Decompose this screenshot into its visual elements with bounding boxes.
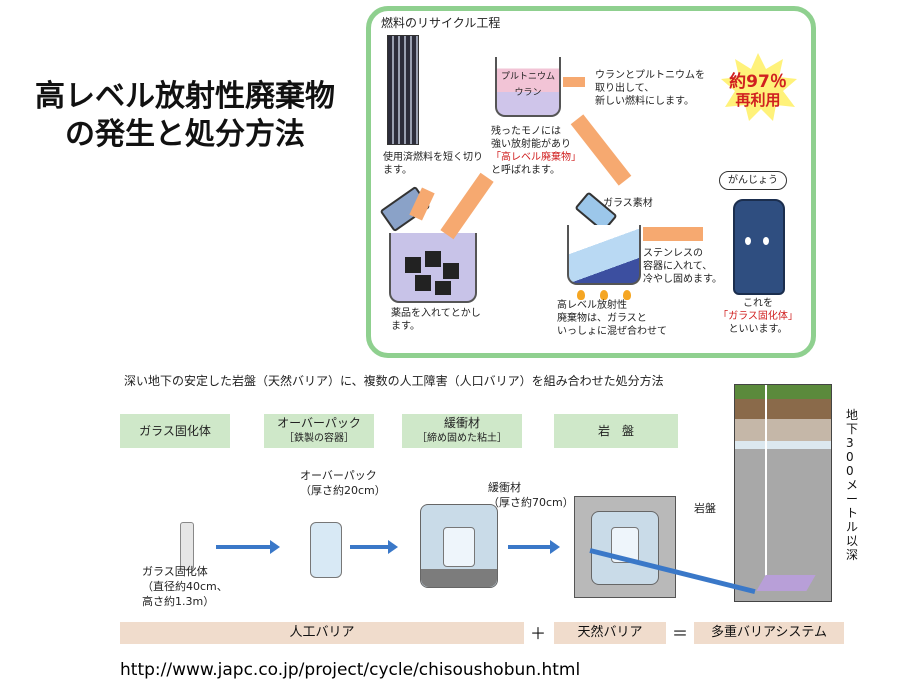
buffer-spec-1: 緩衝材 bbox=[488, 481, 521, 494]
multi-barrier-system-bar: 多重バリアシステム bbox=[694, 622, 844, 644]
steel-1: ステンレスの bbox=[643, 248, 703, 259]
residue-3: 「高レベル廃棄物」 bbox=[491, 152, 581, 163]
recycle-process-panel: 燃料のリサイクル工程 使用済燃料を短く切ります。 薬品を入れてとかします。 プル… bbox=[366, 6, 816, 358]
natural-barrier-bar: 天然バリア bbox=[554, 622, 666, 644]
overpack-spec: オーバーパック （厚さ約20cm） bbox=[300, 468, 386, 498]
residue-2: 強い放射能があり bbox=[491, 139, 571, 150]
blue-arrowhead-1-icon bbox=[270, 540, 280, 554]
steel-caption: ステンレスの 容器に入れて、 冷やし固めます。 bbox=[643, 247, 722, 286]
equals-sign: ＝ bbox=[672, 624, 689, 643]
buffer-spec: 緩衝材 （厚さ約70cm） bbox=[488, 480, 574, 510]
glass-material-label: ガラス素材 bbox=[603, 198, 653, 209]
fuel-assembly-icon bbox=[387, 35, 419, 145]
buffer-material-icon bbox=[420, 504, 498, 588]
tank-label-2: ウラン bbox=[514, 88, 542, 98]
extract-caption-3: 新しい燃料にします。 bbox=[595, 96, 694, 107]
extraction-tank-icon: プルトニウム ウラン bbox=[495, 57, 561, 117]
speech-bubble: がんじょう bbox=[719, 171, 787, 190]
glass-canister-character-icon bbox=[733, 199, 785, 295]
buffer-spec-2: （厚さ約70cm） bbox=[488, 496, 574, 509]
dissolving-beaker-icon bbox=[389, 233, 477, 303]
disposal-intro: 深い地下の安定した岩盤（天然バリア）に、複数の人工障害（人口バリア）を組み合わせ… bbox=[124, 374, 664, 388]
header-glass-label: ガラス固化体 bbox=[139, 424, 211, 438]
overpack-spec-1: オーバーパック bbox=[300, 469, 377, 482]
title-line-2: の発生と処分方法 bbox=[65, 117, 305, 152]
header-overpack-label: オーバーパック bbox=[277, 416, 361, 430]
glass-spec: ガラス固化体 （直径約40cm、 高さ約1.3m） bbox=[142, 564, 228, 609]
page-title: 高レベル放射性廃棄物 の発生と処分方法 bbox=[20, 78, 350, 154]
mix-3: いっしょに混ぜ合わせて bbox=[557, 326, 667, 337]
mix-1: 高レベル放射性 bbox=[557, 300, 627, 311]
header-overpack-sub: ［鉄製の容器］ bbox=[284, 433, 354, 444]
arrow-right-icon bbox=[563, 77, 585, 87]
overpack-spec-2: （厚さ約20cm） bbox=[300, 484, 386, 497]
arrow-right-2-icon bbox=[643, 227, 703, 241]
spent-fuel-caption: 使用済燃料を短く切ります。 bbox=[383, 152, 483, 176]
glass-spec-1: ガラス固化体 bbox=[142, 565, 208, 578]
reuse-label: 再利用 bbox=[735, 91, 781, 109]
blue-arrowhead-3-icon bbox=[550, 540, 560, 554]
rock-block-icon bbox=[574, 496, 676, 598]
melting-beaker-icon bbox=[567, 225, 641, 285]
glass-spec-2: （直径約40cm、 bbox=[142, 580, 228, 593]
vitrified-2: 「ガラス固化体」 bbox=[718, 311, 798, 322]
plus-sign: ＋ bbox=[530, 624, 547, 643]
title-line-1: 高レベル放射性廃棄物 bbox=[35, 79, 335, 114]
rock-label: 岩盤 bbox=[694, 502, 716, 515]
overpack-icon bbox=[310, 522, 342, 578]
header-rock: 岩 盤 bbox=[554, 414, 678, 448]
extract-caption: ウランとプルトニウムを 取り出して、 新しい燃料にします。 bbox=[595, 69, 705, 108]
source-url: http://www.japc.co.jp/project/cycle/chis… bbox=[120, 660, 581, 680]
header-glass: ガラス固化体 bbox=[120, 414, 230, 448]
burner-flame-icon bbox=[577, 285, 637, 300]
steel-2: 容器に入れて、 bbox=[643, 261, 713, 272]
repository-cross-section-icon bbox=[734, 384, 832, 602]
extract-caption-1: ウランとプルトニウムを bbox=[595, 70, 705, 81]
header-buffer-label: 緩衝材 bbox=[443, 416, 480, 430]
header-overpack: オーバーパック ［鉄製の容器］ bbox=[264, 414, 374, 448]
vitrified-3: といいます。 bbox=[728, 324, 788, 335]
residue-1: 残ったモノには bbox=[491, 126, 561, 137]
disposal-section: 深い地下の安定した岩盤（天然バリア）に、複数の人工障害（人口バリア）を組み合わせ… bbox=[120, 372, 858, 652]
blue-arrow-1-icon bbox=[216, 545, 274, 549]
artificial-barrier-bar: 人工バリア bbox=[120, 622, 524, 644]
dissolve-caption: 薬品を入れてとかします。 bbox=[391, 308, 481, 332]
blue-arrow-2-icon bbox=[350, 545, 390, 549]
reuse-percent: 約97％ bbox=[729, 72, 787, 92]
vitrified-caption: これを 「ガラス固化体」 といいます。 bbox=[713, 297, 803, 336]
steel-3: 冷やし固めます。 bbox=[643, 274, 722, 285]
recycle-heading: 燃料のリサイクル工程 bbox=[381, 16, 501, 30]
arrow-up-right-icon bbox=[440, 172, 494, 240]
mix-2: 廃棄物は、ガラスと bbox=[557, 313, 647, 324]
header-buffer: 緩衝材 ［締め固めた粘土］ bbox=[402, 414, 522, 448]
mix-caption: 高レベル放射性 廃棄物は、ガラスと いっしょに混ぜ合わせて bbox=[557, 299, 667, 338]
glass-spec-3: 高さ約1.3m） bbox=[142, 595, 215, 608]
extract-caption-2: 取り出して、 bbox=[595, 83, 655, 94]
starburst-badge-icon bbox=[721, 53, 797, 121]
header-buffer-sub: ［締め固めた粘土］ bbox=[417, 433, 507, 444]
depth-label: 地下300メートル以深 bbox=[846, 408, 859, 562]
tank-label-1: プルトニウム bbox=[500, 72, 555, 82]
blue-arrow-3-icon bbox=[508, 545, 552, 549]
residue-caption: 残ったモノには 強い放射能があり 「高レベル廃棄物」 と呼ばれます。 bbox=[491, 125, 581, 177]
blue-arrowhead-2-icon bbox=[388, 540, 398, 554]
vitrified-1: これを bbox=[743, 298, 773, 309]
residue-4: と呼ばれます。 bbox=[491, 165, 560, 176]
header-rock-label: 岩 盤 bbox=[597, 424, 634, 438]
glass-canister-icon bbox=[180, 522, 194, 570]
